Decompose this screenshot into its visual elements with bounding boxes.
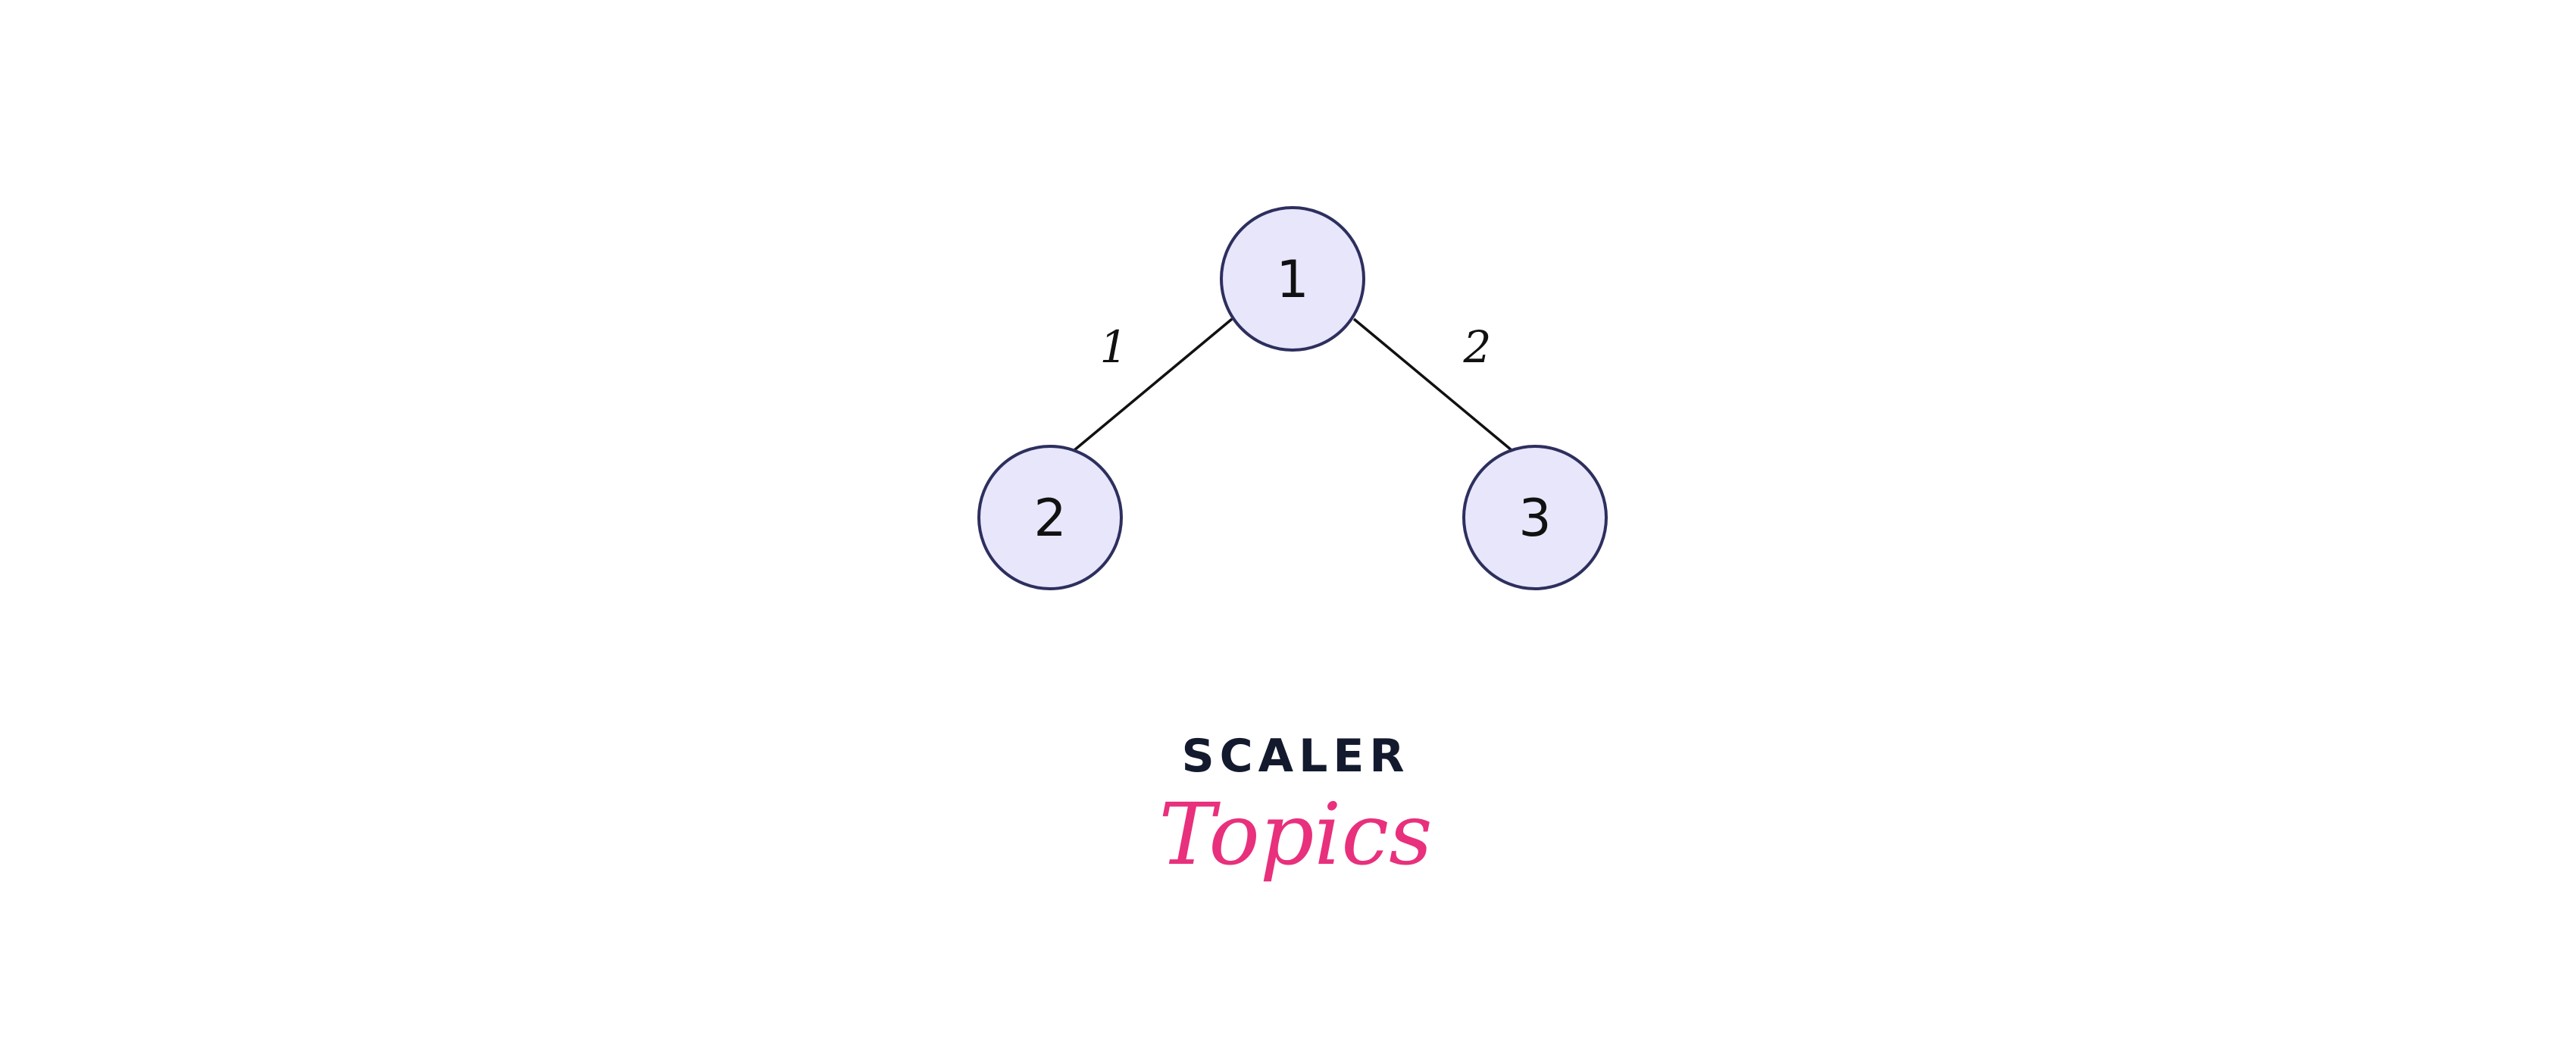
node-label: 1 [1276,250,1308,310]
node-2: 2 [977,445,1123,590]
edge-weight-1-2: 1 [1100,321,1128,373]
node-3: 3 [1462,445,1608,590]
edge-weight-1-3: 2 [1463,321,1492,373]
node-circle [977,445,1123,590]
edge-1-2 [1073,317,1233,452]
scaler-topics-logo: SCALER Topics [1158,730,1432,884]
node-label: 3 [1518,489,1551,549]
brand-bottom-text: Topics [1158,786,1432,884]
node-1: 1 [1220,206,1365,352]
node-label: 2 [1033,489,1066,549]
edge-1-3 [1352,317,1513,452]
node-circle [1220,206,1365,352]
brand-top-text: SCALER [1181,730,1409,783]
node-circle [1462,445,1608,590]
